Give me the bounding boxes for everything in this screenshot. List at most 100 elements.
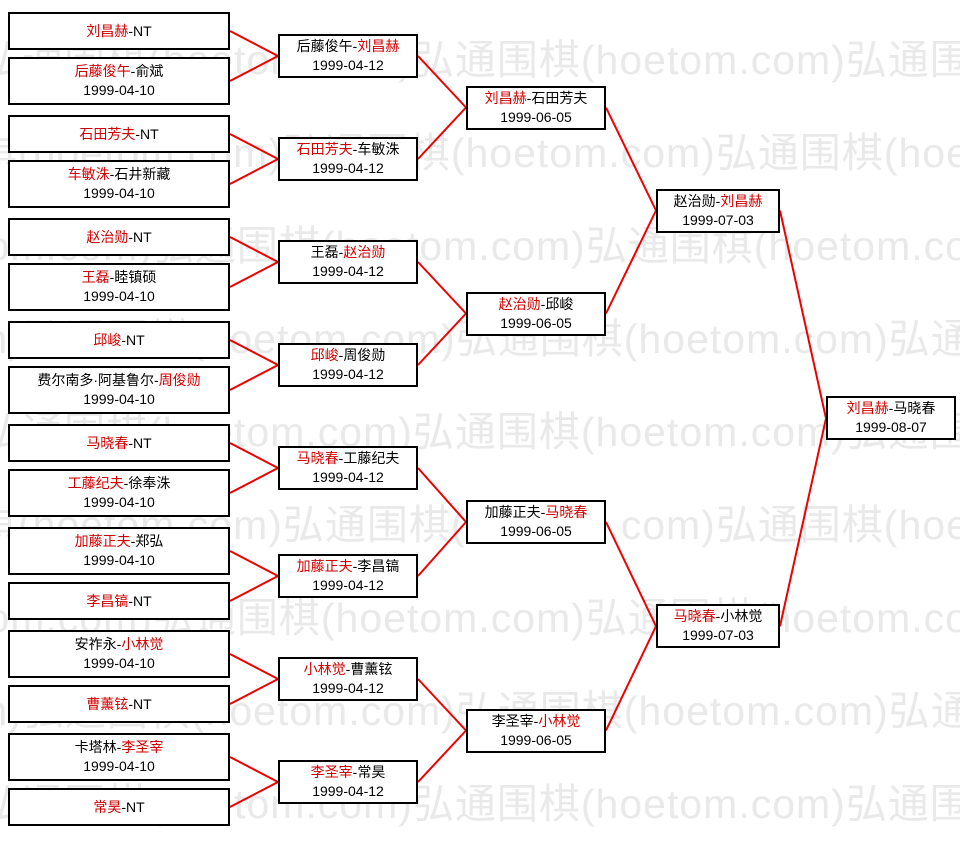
player-name: 常昊 [357,764,386,780]
player-name: 后藤俊午 [74,63,131,79]
player-name: 邱峻 [310,347,339,363]
match-players: 赵治勋-刘昌赫 [674,192,763,211]
vs-dash: - [128,592,133,609]
player-name: NT [126,331,145,348]
match-players: 刘昌赫-NT [86,22,151,41]
match-date: 1999-04-10 [83,391,155,407]
vs-dash: - [715,608,721,625]
match-date: 1999-04-12 [312,160,384,176]
match-date: 1999-04-12 [312,469,384,485]
vs-dash: - [123,475,129,491]
vs-dash: - [526,89,532,106]
match-players: 李昌镐-NT [86,592,151,611]
vs-dash: - [121,331,126,348]
match-players: 马晓春-小林觉 [674,607,763,626]
player-name: 刘昌赫 [357,38,400,54]
match-players: 李圣宰-小林觉 [492,712,581,731]
player-name: 石田芳夫 [296,141,353,157]
match-date: 1999-07-03 [682,211,754,228]
vs-dash: - [154,372,159,388]
player-name: 卡塔林 [74,739,117,755]
player-name: 工藤纪夫 [67,475,124,491]
match-players: 刘昌赫-石田芳夫 [485,89,588,108]
vs-dash: - [109,269,115,285]
match-players: 车敏洙-石井新藏 [68,165,171,184]
player-name: NT [133,434,152,451]
player-name: 小林觉 [303,661,346,677]
match-round1-3: 石田芳夫-NT [8,115,230,153]
match-players: 工藤纪夫-徐奉洙 [68,474,171,493]
vs-dash: - [352,558,358,574]
player-name: 马晓春 [893,400,936,417]
match-players: 后藤俊午-刘昌赫 [297,37,400,56]
match-round1-9: 马晓春-NT [8,424,230,462]
vs-dash: - [352,141,358,157]
player-name: 王磊 [310,244,339,260]
match-date: 1999-04-10 [83,494,155,510]
player-name: 赵治勋 [86,228,129,245]
match-players: 曹薰铉-NT [86,695,151,714]
match-players: 赵治勋-NT [86,228,151,247]
player-name: 石田芳夫 [79,125,136,142]
match-players: 小林觉-曹薰铉 [304,660,393,679]
match-players: 卡塔林-李圣宰 [75,738,164,757]
player-name: 加藤正夫 [484,504,541,520]
match-players: 邱峻-周俊勋 [311,346,386,365]
vs-dash: - [338,450,344,466]
player-name: 赵治勋 [498,295,541,312]
player-name: 小林觉 [121,636,164,652]
match-date: 1999-06-05 [500,108,572,125]
match-round1-12: 李昌镐-NT [8,582,230,620]
player-name: 常昊 [93,798,122,815]
vs-dash: - [116,739,122,755]
player-name: 曹薰铉 [350,661,393,677]
match-date: 1999-04-12 [312,263,384,279]
match-players: 邱峻-NT [93,331,144,350]
match-date: 1999-06-05 [500,314,572,331]
vs-dash: - [715,192,721,209]
match-players: 王磊-睦镇硕 [82,268,157,287]
vs-dash: - [128,22,133,39]
match-date: 1999-04-10 [83,82,155,98]
match-players: 马晓春-NT [86,434,151,453]
vs-dash: - [338,244,344,260]
player-name: 安祚永 [74,636,117,652]
player-name: 周俊勋 [158,372,201,388]
match-players: 费尔南多·阿基鲁尔-周俊勋 [37,371,200,390]
vs-dash: - [345,661,351,677]
player-name: NT [133,695,152,712]
match-players: 加藤正夫-李昌镐 [297,557,400,576]
player-name: 马晓春 [545,504,588,520]
player-name: 石田芳夫 [531,89,588,106]
player-name: 加藤正夫 [74,533,131,549]
player-name: 王磊 [81,269,110,285]
player-name: 小林觉 [720,608,763,625]
vs-dash: - [128,228,133,245]
match-players: 加藤正夫-马晓春 [485,503,588,522]
player-name: 刘昌赫 [846,400,889,417]
player-name: NT [133,22,152,39]
player-name: 小林觉 [538,712,581,729]
match-players: 李圣宰-常昊 [311,763,386,782]
vs-dash: - [121,798,126,815]
match-date: 1999-04-10 [83,552,155,568]
player-name: 赵治勋 [343,244,386,260]
player-name: 李圣宰 [491,712,534,729]
player-name: NT [126,798,145,815]
match-players: 石田芳夫-NT [79,125,158,144]
